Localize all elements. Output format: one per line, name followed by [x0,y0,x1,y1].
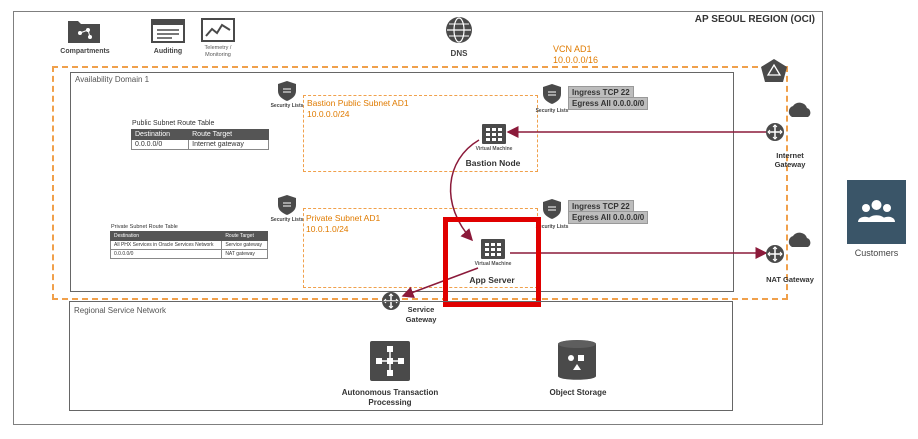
dns-label: DNS [450,49,468,58]
monitoring-icon [200,17,236,48]
vm-label-bastion: Virtual Machine [475,146,513,152]
app-server-label: App Server [469,275,515,285]
public-egress-rule: Egress All 0.0.0.0/0 [568,97,649,110]
vm-label-app-server: Virtual Machine [474,261,512,267]
public-subnet [303,95,538,172]
security-lists-label-private-right: Security Lists [535,224,569,230]
vcn-cidr: 10.0.0.0/16 [553,55,599,65]
customers-label: Customers [854,248,899,258]
telemetry-label: Telemetry / Monitoring [204,45,232,58]
shield-icon [276,194,298,221]
public-route-table: Destination Route Target 0.0.0.0/0 Inter… [130,129,269,150]
atp-icon [369,340,411,387]
security-lists-label-public-right: Security Lists [535,108,569,114]
nat-gateway-label: NAT Gateway [766,275,814,284]
table-row: 0.0.0.0/0 NAT gateway [109,249,268,259]
auditing-label: Auditing [153,48,183,55]
folder-icon [68,21,100,43]
public-subnet-label: Bastion Public Subnet AD1 10.0.0.0/24 [307,98,409,120]
rsn-label: Regional Service Network [74,306,167,315]
shield-icon [541,83,563,110]
atp-label: Autonomous Transaction Processing [341,388,439,407]
private-egress-rule: Egress All 0.0.0.0/0 [568,211,649,224]
vcn-boundary [52,66,788,300]
service-gateway-label: Service Gateway [405,305,437,324]
security-lists-label-private-left: Security Lists [270,217,304,223]
bastion-node-label: Bastion Node [465,158,521,168]
security-lists-label-public-left: Security Lists [270,103,304,109]
router-icon-nat [765,244,785,269]
globe-icon [441,15,477,50]
ad-label: Availability Domain 1 [75,75,150,84]
app-server-highlight [443,217,541,307]
region-title: AP SEOUL REGION (OCI) [694,14,815,25]
table-cell: 0.0.0.0/0 [109,249,223,259]
cloud-icon [785,230,813,253]
table-cell: 0.0.0.0/0 [130,139,190,150]
shield-icon [541,198,563,225]
compartments-group [60,17,108,50]
public-subnet-name: Bastion Public Subnet AD1 [307,98,409,108]
vcn-router-icon [759,58,789,89]
vm-icon-bastion [481,123,507,150]
table-row: 0.0.0.0/0 Internet gateway [130,139,269,150]
customers-box [847,180,906,244]
private-route-table: Destination Route Target All PHX Service… [109,231,268,259]
private-route-table-title: Private Subnet Route Table [111,224,178,230]
internet-gateway-label: Internet Gateway [774,151,806,169]
public-route-table-title: Public Subnet Route Table [132,120,215,127]
router-icon-internet [765,122,785,147]
object-storage-icon [556,338,598,387]
shield-icon [276,80,298,107]
users-icon [858,200,895,222]
table-cell: Internet gateway [188,139,269,150]
private-subnet-cidr: 10.0.1.0/24 [306,224,349,234]
public-subnet-cidr: 10.0.0.0/24 [307,109,350,119]
region-frame [13,11,823,425]
vcn-label: VCN AD1 10.0.0.0/16 [553,44,598,66]
cloud-icon [785,100,813,123]
private-subnet-name: Private Subnet AD1 [306,213,381,223]
vcn-name: VCN AD1 [553,44,592,54]
audit-icon [150,18,186,49]
table-cell: NAT gateway [221,249,268,259]
regional-service-network [69,301,733,411]
compartments-label: Compartments [60,48,110,55]
vm-icon-app-server [480,238,506,265]
private-subnet-label: Private Subnet AD1 10.0.1.0/24 [306,213,380,235]
object-storage-label: Object Storage [549,388,607,397]
